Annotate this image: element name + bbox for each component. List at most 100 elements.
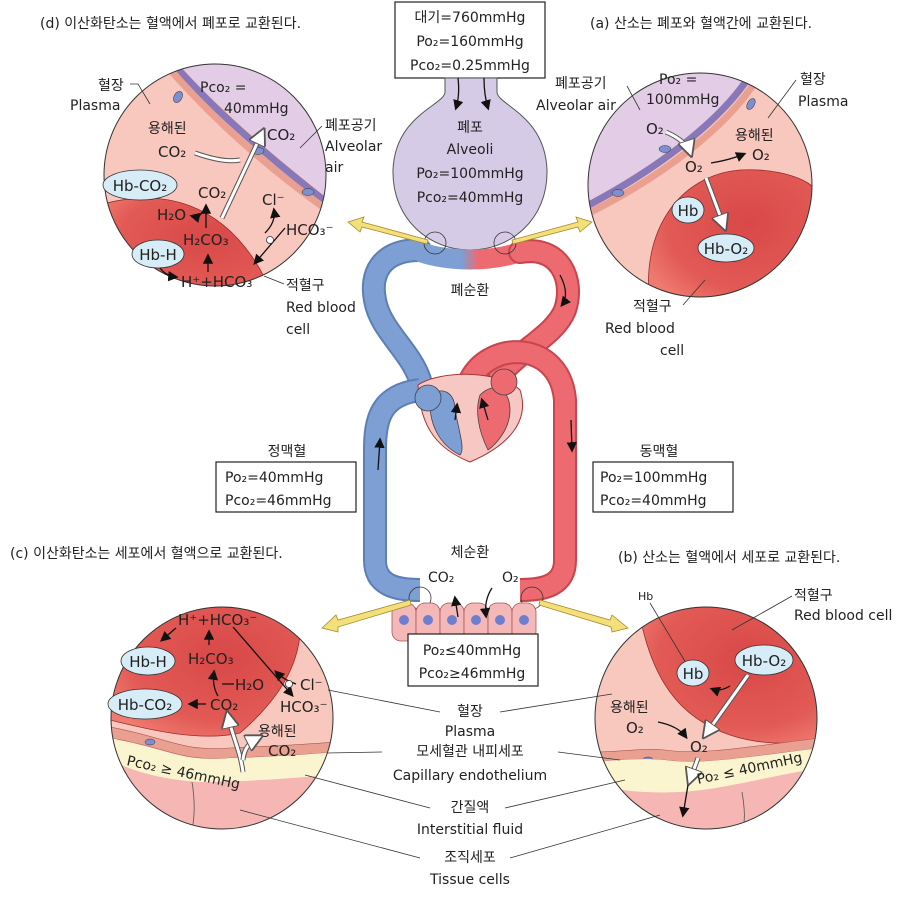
- b-hb-bubble: [676, 659, 710, 687]
- pulmonary-artery: [363, 240, 430, 390]
- a-plasma-en: Plasma: [798, 94, 848, 110]
- d-hbco2: Hb-CO₂: [113, 177, 168, 195]
- alveoli-ko: 폐포: [457, 120, 483, 136]
- a-dissolved-ko: 용해된: [735, 128, 774, 144]
- cell-nucleus: [447, 615, 457, 625]
- pulmonary-circulation-label: 폐순환: [451, 283, 490, 299]
- pointer-arrow-d: [347, 216, 429, 245]
- d-h-hco3: H⁺+HCO₃: [181, 273, 252, 291]
- a-po2-1: Po₂ =: [659, 72, 697, 88]
- tissue-po2: Po₂≤40mmHg: [423, 643, 521, 659]
- a-rbc-en1: Red blood: [605, 321, 675, 337]
- c-co2: CO₂: [210, 696, 238, 714]
- d-h2co3: H₂CO₃: [183, 231, 229, 249]
- c-h2o: H₂O: [235, 676, 264, 694]
- atmosphere-pco2: Pco₂=0.25mmHg: [410, 58, 530, 74]
- tissue-o2-label: O₂: [502, 570, 519, 586]
- d-hco3: HCO₃⁻: [286, 221, 334, 239]
- c-hbh: Hb-H: [129, 653, 167, 671]
- legend-endothelium-ko: 모세혈관 내피세포: [416, 744, 524, 760]
- b-hbo2: Hb-O₂: [742, 652, 786, 670]
- d-hbh: Hb-H: [139, 246, 177, 264]
- d-rbc-en1: Red blood: [286, 300, 356, 316]
- a-hb: Hb: [678, 202, 699, 220]
- legend-plasma-ko: 혈장: [457, 704, 483, 720]
- d-plasma-ko: 혈장: [98, 78, 124, 94]
- panel-a-title: (a) 산소는 폐포와 혈액간에 교환된다.: [590, 16, 812, 32]
- b-hbo2-bubble: [734, 644, 794, 676]
- a-rbc-ko: 적혈구: [633, 299, 672, 315]
- atmosphere-pressure: 대기=760mmHg: [415, 10, 526, 26]
- arterial-po2: Po₂=100mmHg: [600, 470, 707, 486]
- atmosphere-box: 대기=760mmHg Po₂=160mmHg Pco₂=0.25mmHg: [394, 1, 546, 79]
- c-h-hco3: H⁺+HCO₃⁻: [178, 611, 257, 629]
- pointer-arrow-a: [511, 216, 593, 245]
- alveoli-pco2: Pco₂=40mmHg: [417, 190, 524, 206]
- d-rbc-ko: 적혈구: [286, 278, 325, 294]
- pointer-arrows: [321, 216, 629, 633]
- b-hb-label: Hb: [638, 590, 653, 603]
- c-hbco2: Hb-CO₂: [118, 696, 173, 714]
- a-hbo2: Hb-O₂: [704, 240, 748, 258]
- d-co2-rbc: CO₂: [198, 184, 226, 202]
- cell-nucleus: [423, 615, 433, 625]
- venous-label: 정맥혈: [268, 444, 307, 460]
- c-h2co3: H₂CO₃: [188, 650, 234, 668]
- d-alveolar-ko: 폐포공기: [325, 118, 377, 134]
- pointer-arrow-b: [538, 599, 629, 633]
- aorta: [461, 342, 575, 600]
- c-hbco2-bubble: [107, 688, 183, 720]
- alveoli-po2: Po₂=100mmHg: [416, 166, 523, 182]
- d-alveolar-en1: Alveolar: [325, 139, 382, 155]
- cell-nucleus: [471, 615, 481, 625]
- d-cl: Cl⁻: [262, 191, 285, 209]
- d-dissolved-co2: CO₂: [158, 143, 186, 161]
- d-hbh-bubble: [131, 239, 185, 269]
- arterial-label: 동맥혈: [640, 444, 679, 460]
- b-dissolved-o2: O₂: [626, 719, 644, 737]
- d-pco2-2: 40mmHg: [224, 101, 289, 117]
- a-hbo2-bubble: [697, 233, 755, 263]
- legend-interstitial-en: Interstitial fluid: [417, 822, 523, 838]
- d-h2o: H₂O: [157, 206, 186, 224]
- tissue-cells-row: CO₂ O₂ Po₂≤40mmHg Pco₂≥46mmHg: [391, 570, 539, 687]
- legend-plasma-en: Plasma: [445, 724, 495, 740]
- arterial-blood-info: 동맥혈 Po₂=100mmHg Pco₂=40mmHg: [592, 444, 734, 513]
- panel-c-circle: H⁺+HCO₃⁻ Hb-H H₂CO₃ H₂O Hb-CO₂ CO₂ Cl⁻ H…: [107, 606, 334, 830]
- d-hbco2-bubble: [102, 169, 178, 201]
- circulation: 폐순환 체순환: [361, 231, 580, 610]
- a-o2-air: O₂: [646, 120, 664, 138]
- cell-nucleus: [519, 615, 529, 625]
- panel-c-title: (c) 이산화탄소는 세포에서 혈액으로 교환된다.: [10, 546, 283, 562]
- b-dissolved-ko: 용해된: [610, 700, 649, 716]
- cell-nucleus: [495, 615, 505, 625]
- atmosphere-po2: Po₂=160mmHg: [416, 34, 523, 50]
- tissue-co2-label: CO₂: [428, 570, 454, 586]
- venous-pco2: Pco₂=46mmHg: [225, 493, 332, 509]
- b-rbc-en: Red blood cell: [794, 608, 892, 624]
- tissue-pco2: Pco₂≥46mmHg: [419, 666, 526, 682]
- panel-a-circle: 폐포공기 Alveolar air Po₂ = 100mmHg 혈장 Plasm…: [536, 72, 848, 359]
- d-pco2-1: Pco₂ =: [200, 80, 247, 96]
- c-hco3: HCO₃⁻: [280, 698, 328, 716]
- c-dissolved-ko: 용해된: [258, 724, 297, 740]
- venous-blood-info: 정맥혈 Po₂=40mmHg Pco₂=46mmHg: [215, 444, 357, 513]
- a-alveolar-en: Alveolar air: [536, 98, 616, 114]
- b-rbc-ko: 적혈구: [794, 588, 833, 604]
- pointer-arrow-c: [321, 599, 412, 633]
- layer-legend: 혈장 Plasma 모세혈관 내피세포 Capillary endotheliu…: [239, 689, 661, 888]
- a-alveolar-ko: 폐포공기: [555, 76, 607, 92]
- systemic-circulation-label: 체순환: [451, 545, 490, 561]
- a-dissolved-o2: O₂: [752, 146, 770, 164]
- b-o2: O₂: [690, 738, 708, 756]
- arterial-pco2: Pco₂=40mmHg: [600, 493, 707, 509]
- venous-po2: Po₂=40mmHg: [225, 470, 323, 486]
- legend-endothelium-en: Capillary endothelium: [393, 768, 547, 784]
- d-dissolved-ko: 용해된: [148, 121, 187, 137]
- legend-interstitial-ko: 간질액: [451, 800, 490, 816]
- b-hb: Hb: [683, 665, 704, 683]
- panel-d-title: (d) 이산화탄소는 혈액에서 폐포로 교환된다.: [40, 16, 301, 32]
- d-co2-out: CO₂: [267, 126, 295, 144]
- d-rbc-en2: cell: [286, 322, 310, 338]
